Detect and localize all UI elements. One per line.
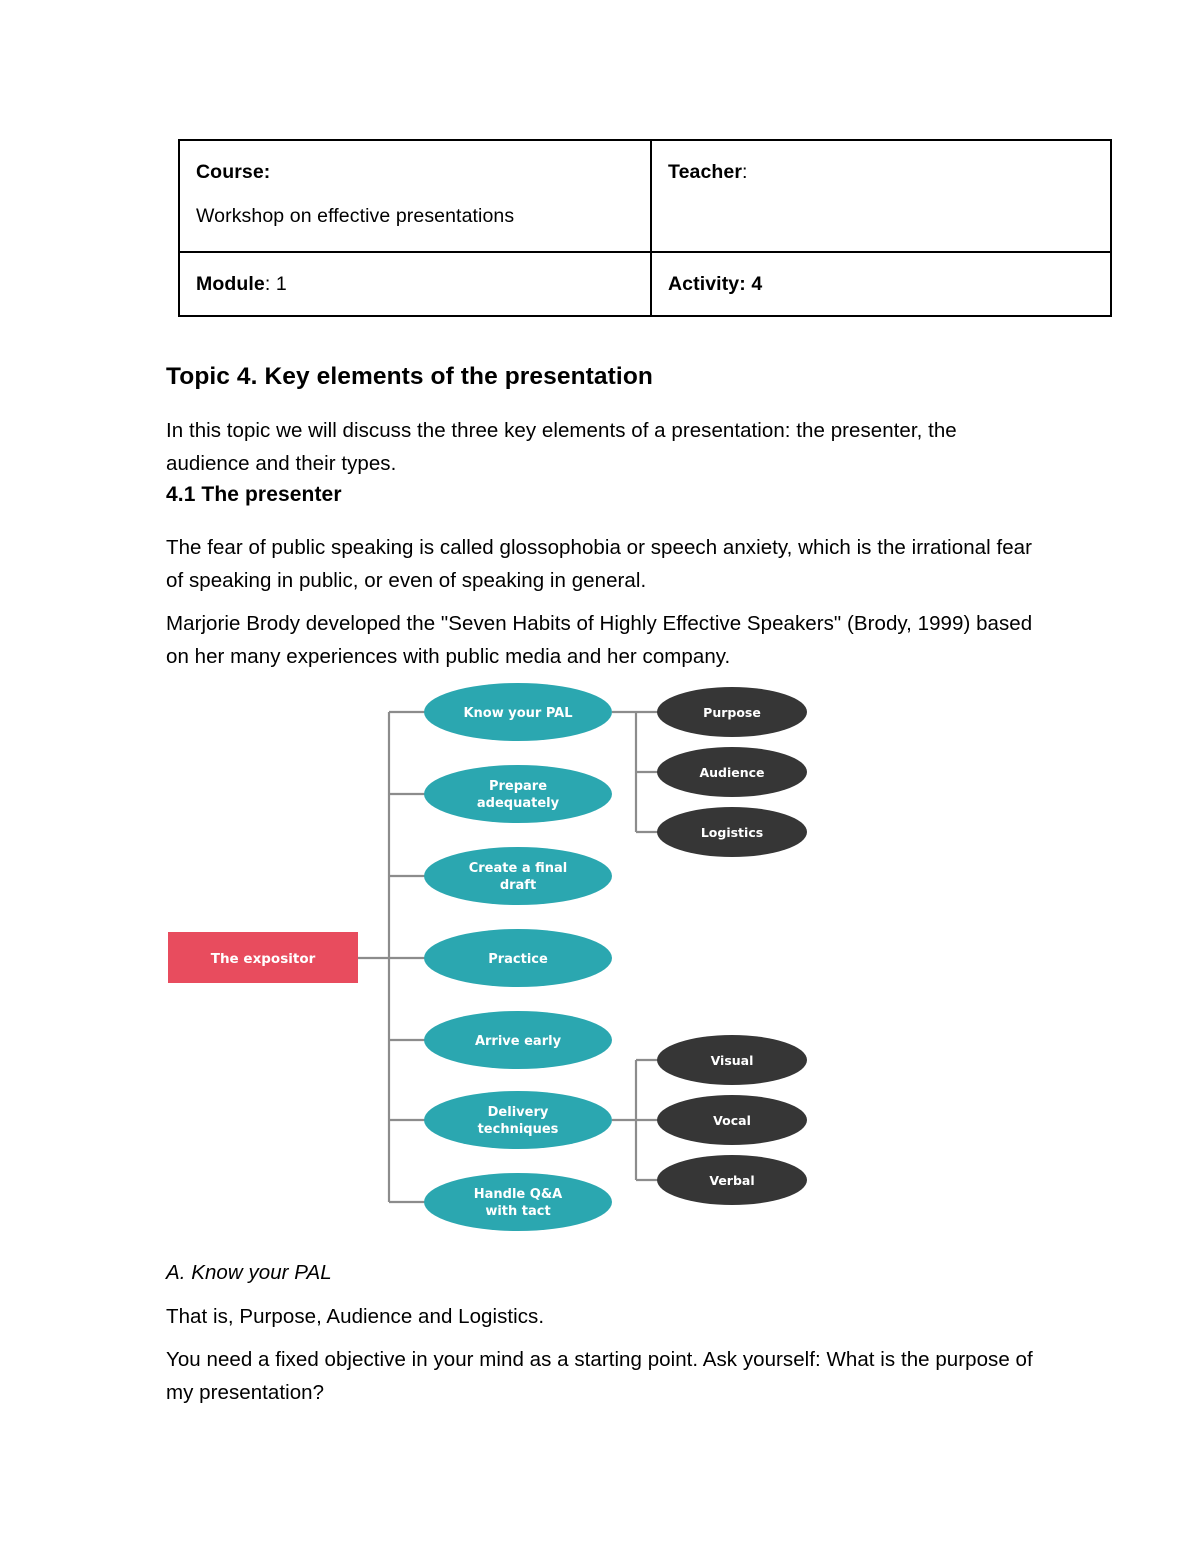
diagram-node-branch-2: Prepare adequately xyxy=(424,765,612,823)
course-value: Workshop on effective presentations xyxy=(196,205,515,228)
diagram-node-leaf-vocal: Vocal xyxy=(657,1095,807,1145)
paragraph-you-need: You need a fixed objective in your mind … xyxy=(166,1348,1033,1404)
leaf-ellipse xyxy=(657,687,807,737)
branch-ellipse xyxy=(424,847,612,905)
table-row: Module: 1 Activity: 4 xyxy=(178,250,1112,318)
diagram-leaf-nodes-delivery: Visual Vocal Verbal xyxy=(657,1035,807,1205)
diagram-branch-nodes: Know your PAL Prepare adequately Create … xyxy=(424,683,612,1231)
diagram-leaf-nodes-pal: Purpose Audience Logistics xyxy=(657,687,807,857)
leaf-ellipse xyxy=(657,1035,807,1085)
branch-ellipse xyxy=(424,683,612,741)
diagram-node-branch-7: Handle Q&A with tact xyxy=(424,1173,612,1231)
expositor-tree-diagram: The expositor Know your PAL Prepare adeq… xyxy=(160,670,860,1240)
teacher-value: : xyxy=(742,161,748,183)
paragraph-brody: Marjorie Brody developed the "Seven Habi… xyxy=(166,612,1033,668)
diagram-node-leaf-audience: Audience xyxy=(657,747,807,797)
branch-label-line2: draft xyxy=(500,878,536,893)
leaf-label: Purpose xyxy=(703,705,761,720)
diagram-node-branch-5: Arrive early xyxy=(424,1011,612,1069)
branch-label-line1: Create a final xyxy=(469,861,568,876)
root-label: The expositor xyxy=(211,951,316,967)
teacher-cell: Teacher: xyxy=(650,139,1112,253)
branch-label-line2: techniques xyxy=(478,1122,559,1137)
diagram-node-branch-3: Create a final draft xyxy=(424,847,612,905)
connector-lines xyxy=(358,710,660,1204)
course-cell: Course: Workshop on effective presentati… xyxy=(178,139,652,253)
diagram-node-leaf-visual: Visual xyxy=(657,1035,807,1085)
branch-label-line1: Arrive early xyxy=(475,1034,562,1049)
branch-label-line1: Know your PAL xyxy=(463,706,572,721)
module-value: : 1 xyxy=(264,273,287,295)
leaf-ellipse xyxy=(657,1155,807,1205)
paragraph-that-is: That is, Purpose, Audience and Logistics… xyxy=(166,1305,545,1328)
leaf-label: Vocal xyxy=(713,1113,751,1128)
branch-ellipse xyxy=(424,929,612,987)
leaf-ellipse xyxy=(657,807,807,857)
diagram-node-leaf-logistics: Logistics xyxy=(657,807,807,857)
activity-label: Activity: 4 xyxy=(668,273,763,295)
branch-label-line1: Prepare xyxy=(489,779,547,794)
intro-paragraph: In this topic we will discuss the three … xyxy=(166,419,957,475)
diagram-node-branch-1: Know your PAL xyxy=(424,683,612,741)
diagram-node-leaf-verbal: Verbal xyxy=(657,1155,807,1205)
branch-label-line2: with tact xyxy=(485,1204,550,1219)
branch-ellipse xyxy=(424,1011,612,1069)
diagram-node-leaf-purpose: Purpose xyxy=(657,687,807,737)
leaf-label: Verbal xyxy=(709,1173,754,1188)
branch-label-line1: Delivery xyxy=(488,1105,549,1120)
teacher-label: Teacher xyxy=(668,161,743,183)
branch-label-line1: Handle Q&A xyxy=(474,1187,562,1202)
course-label: Course: xyxy=(196,161,271,183)
diagram-node-branch-4: Practice xyxy=(424,929,612,987)
course-info-table: Course: Workshop on effective presentati… xyxy=(178,139,1112,318)
leaf-label: Audience xyxy=(699,765,764,780)
diagram-node-root: The expositor xyxy=(168,932,358,983)
branch-ellipse xyxy=(424,765,612,823)
leaf-label: Logistics xyxy=(701,825,763,840)
branch-label-line2: adequately xyxy=(477,796,560,811)
activity-cell: Activity: 4 xyxy=(650,250,1112,318)
section-heading-4-1: 4.1 The presenter xyxy=(166,483,342,506)
page-title: Topic 4. Key elements of the presentatio… xyxy=(166,363,653,390)
branch-ellipse xyxy=(424,1091,612,1149)
subheading-know-your-pal: A. Know your PAL xyxy=(166,1261,332,1284)
module-cell: Module: 1 xyxy=(178,250,652,318)
branch-ellipse xyxy=(424,1173,612,1231)
branch-label-line1: Practice xyxy=(488,952,548,967)
leaf-ellipse xyxy=(657,1095,807,1145)
diagram-node-branch-6: Delivery techniques xyxy=(424,1091,612,1149)
paragraph-fear: The fear of public speaking is called gl… xyxy=(166,536,1032,592)
leaf-ellipse xyxy=(657,747,807,797)
module-label: Module xyxy=(196,273,265,295)
leaf-label: Visual xyxy=(711,1053,754,1068)
table-row: Course: Workshop on effective presentati… xyxy=(178,139,1112,253)
root-box xyxy=(168,932,358,983)
